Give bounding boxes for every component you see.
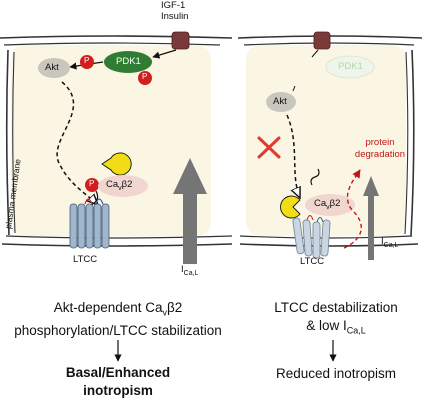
- left-ltcc-loop-blue: [95, 198, 104, 205]
- left-membrane-side: [5, 49, 10, 236]
- stimulus-line1: IGF-1: [161, 0, 186, 11]
- cav-phospho-badge: [85, 178, 99, 192]
- pdk1-phospho-label-2: P: [142, 72, 148, 81]
- left-membrane-top: [0, 35, 233, 39]
- left-ltcc-label: LTCC: [73, 254, 98, 265]
- right-akt-dashed-arrow: [286, 114, 300, 198]
- left-outcome-line1: Basal/Enhanced: [65, 365, 171, 380]
- right-ltcc-segment: [320, 219, 331, 257]
- left-akt-label: Akt: [45, 62, 59, 73]
- right-akt-tick: [292, 85, 296, 92]
- right-ltcc-loop-red: [306, 214, 314, 221]
- right-ltcc-label: LTCC: [300, 256, 325, 267]
- right-current-arrow: [363, 176, 379, 260]
- akt-dashed-arrow: [56, 81, 98, 205]
- cav-phospho-label: P: [89, 179, 95, 188]
- right-caption-line1: LTCC destabilization: [274, 300, 398, 315]
- left-membrane-side-inner: [12, 51, 16, 234]
- left-ltcc-loop-red: [84, 198, 93, 205]
- left-pdk1-label: PDK1: [116, 56, 141, 67]
- right-membrane-side: [410, 49, 415, 237]
- left-igf1-receptor: [171, 31, 190, 50]
- right-receptor: [313, 31, 331, 50]
- left-cell: [0, 35, 233, 247]
- right-membrane-side-inner: [404, 51, 409, 235]
- right-akt-node: [266, 92, 296, 112]
- right-ltcc-segment: [302, 219, 313, 257]
- stimulus-label: IGF-1 Insulin: [161, 0, 188, 22]
- left-caption: Akt-dependent Cavβ2 phosphorylation/LTCC…: [3, 299, 233, 340]
- left-current-label: ICa,L: [181, 264, 199, 277]
- right-ltcc-segment: [312, 221, 321, 259]
- right-ltcc-segment: [292, 217, 305, 255]
- right-ltcc-channel: [292, 214, 331, 259]
- right-pdk1-label: PDK1: [338, 61, 363, 72]
- left-caption-line1: Akt-dependent Cavβ2: [53, 300, 183, 318]
- pdk1-phospho-label: P: [84, 56, 90, 65]
- inhibition-cross-icon: [257, 136, 281, 159]
- left-membrane-bottom-outer: [1, 243, 233, 247]
- left-pacman-kinase: [101, 152, 132, 176]
- left-outcome-line2: inotropism: [83, 383, 153, 398]
- left-caption-line2: phosphorylation/LTCC stabilization: [14, 322, 222, 338]
- left-cav-beta2-label: Cavβ2: [106, 179, 133, 192]
- right-akt-label: Akt: [273, 96, 287, 107]
- left-outcome: Basal/Enhanced inotropism: [3, 364, 233, 400]
- right-caption: LTCC destabilization & low ICa,L: [256, 299, 416, 340]
- left-current-arrow: [173, 158, 207, 264]
- right-caption-line2: & low ICa,L: [306, 318, 366, 336]
- right-current-label: ICa,L: [381, 236, 399, 249]
- left-ltcc-segment: [93, 203, 102, 249]
- right-pdk1-node: [325, 55, 375, 79]
- left-membrane-bottom: [5, 235, 233, 239]
- receptor-to-pdk1-arrow: [152, 49, 177, 59]
- right-outcome: Reduced inotropism: [275, 366, 397, 381]
- left-ltcc-segment: [85, 203, 94, 249]
- left-pdk1-node: [104, 51, 152, 73]
- left-cytoplasm: [11, 45, 211, 236]
- left-ltcc-segment: [101, 203, 110, 249]
- left-ltcc-segment: [77, 203, 86, 249]
- left-ltcc-segment: [69, 203, 78, 249]
- left-membrane-top-inner: [3, 42, 221, 46]
- left-ltcc-channel: [69, 198, 110, 249]
- pdk1-phospho-badge-2: [138, 71, 152, 85]
- left-akt-node: [38, 58, 70, 78]
- right-cav-beta2-label: Cavβ2: [314, 198, 341, 211]
- pdk1-phospho-badge: [80, 55, 94, 69]
- left-cav-beta2-node: [98, 175, 148, 197]
- stimulus-line2: Insulin: [161, 11, 189, 22]
- right-cav-beta2-node: [305, 194, 355, 216]
- degradation-dashed-arrow: [343, 169, 362, 249]
- right-membrane-bottom-outer: [239, 243, 419, 247]
- degradation-label: protein degradation: [354, 137, 406, 160]
- right-ltcc-loop-blue: [316, 216, 324, 223]
- right-cav-linker: [310, 168, 320, 186]
- right-pacman-kinase: [280, 195, 301, 219]
- right-receptor-tick: [311, 49, 319, 58]
